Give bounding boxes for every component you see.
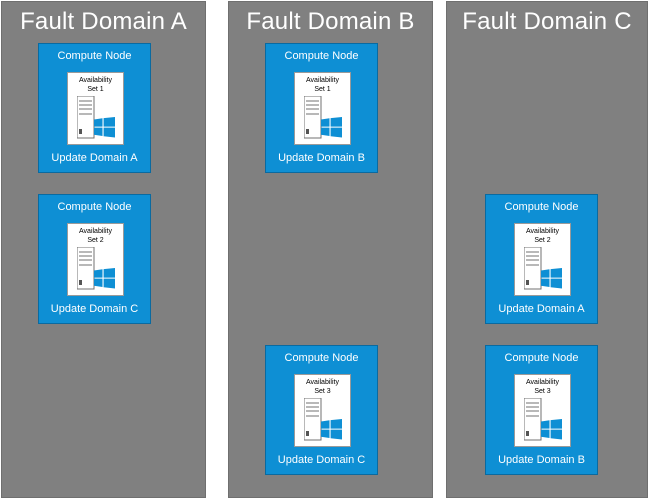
server-windows-icon — [524, 247, 562, 290]
server-tower-icon — [524, 398, 542, 441]
windows-logo-icon — [321, 117, 342, 138]
availability-text: Availability — [79, 77, 112, 84]
windows-logo-icon — [94, 117, 115, 138]
compute-node-title: Compute Node — [57, 50, 132, 62]
fault-domain-c: Fault Domain C Compute Node Availability… — [446, 1, 648, 498]
update-domain-label: Update Domain B — [278, 152, 365, 164]
update-domain-label: Update Domain A — [498, 303, 585, 315]
availability-set-number: Set 3 — [314, 388, 331, 395]
server-tower-icon — [304, 96, 322, 139]
availability-set-box: Availability Set 1 — [294, 72, 351, 145]
availability-text: Availability — [79, 228, 112, 235]
availability-set-number: Set 3 — [534, 388, 551, 395]
compute-node-title: Compute Node — [504, 352, 579, 364]
availability-set-number: Set 2 — [87, 237, 104, 244]
availability-set-box: Availability Set 1 — [67, 72, 124, 145]
server-windows-icon — [304, 398, 342, 441]
server-windows-icon — [77, 247, 115, 290]
server-windows-icon — [77, 96, 115, 139]
availability-set-label: Availability Set 2 — [515, 227, 570, 245]
server-tower-icon — [77, 96, 95, 139]
availability-set-box: Availability Set 2 — [514, 223, 571, 296]
availability-text: Availability — [306, 77, 339, 84]
windows-logo-icon — [321, 419, 342, 440]
compute-node-title: Compute Node — [284, 352, 359, 364]
availability-set-number: Set 1 — [87, 86, 104, 93]
server-tower-icon — [77, 247, 95, 290]
compute-node: Compute Node Availability Set 3 Update D… — [265, 345, 378, 475]
availability-set-number: Set 1 — [314, 86, 331, 93]
availability-set-label: Availability Set 1 — [295, 76, 350, 94]
compute-node-title: Compute Node — [284, 50, 359, 62]
fault-domain-b: Fault Domain B Compute Node Availability… — [228, 1, 433, 498]
availability-set-box: Availability Set 3 — [294, 374, 351, 447]
fault-domain-a: Fault Domain A Compute Node Availability… — [1, 1, 206, 498]
availability-set-box: Availability Set 2 — [67, 223, 124, 296]
server-tower-icon — [524, 247, 542, 290]
windows-logo-icon — [541, 419, 562, 440]
availability-set-label: Availability Set 3 — [295, 378, 350, 396]
availability-text: Availability — [526, 379, 559, 386]
update-domain-label: Update Domain A — [51, 152, 138, 164]
availability-text: Availability — [306, 379, 339, 386]
update-domain-label: Update Domain B — [498, 454, 585, 466]
fault-domain-title: Fault Domain B — [246, 8, 415, 35]
update-domain-label: Update Domain C — [277, 454, 366, 466]
windows-logo-icon — [94, 268, 115, 289]
compute-node: Compute Node Availability Set 2 Update D… — [38, 194, 151, 324]
compute-node-title: Compute Node — [504, 201, 579, 213]
compute-node: Compute Node Availability Set 2 Update D… — [485, 194, 598, 324]
availability-set-label: Availability Set 2 — [68, 227, 123, 245]
fault-domain-title: Fault Domain C — [462, 8, 632, 35]
availability-set-label: Availability Set 1 — [68, 76, 123, 94]
fault-domain-title: Fault Domain A — [20, 8, 187, 35]
compute-node: Compute Node Availability Set 1 Update D… — [265, 43, 378, 173]
compute-node: Compute Node Availability Set 3 Update D… — [485, 345, 598, 475]
availability-set-number: Set 2 — [534, 237, 551, 244]
server-windows-icon — [304, 96, 342, 139]
server-tower-icon — [304, 398, 322, 441]
availability-set-label: Availability Set 3 — [515, 378, 570, 396]
windows-logo-icon — [541, 268, 562, 289]
compute-node: Compute Node Availability Set 1 Update D… — [38, 43, 151, 173]
availability-set-box: Availability Set 3 — [514, 374, 571, 447]
update-domain-label: Update Domain C — [50, 303, 139, 315]
server-windows-icon — [524, 398, 562, 441]
availability-text: Availability — [526, 228, 559, 235]
compute-node-title: Compute Node — [57, 201, 132, 213]
